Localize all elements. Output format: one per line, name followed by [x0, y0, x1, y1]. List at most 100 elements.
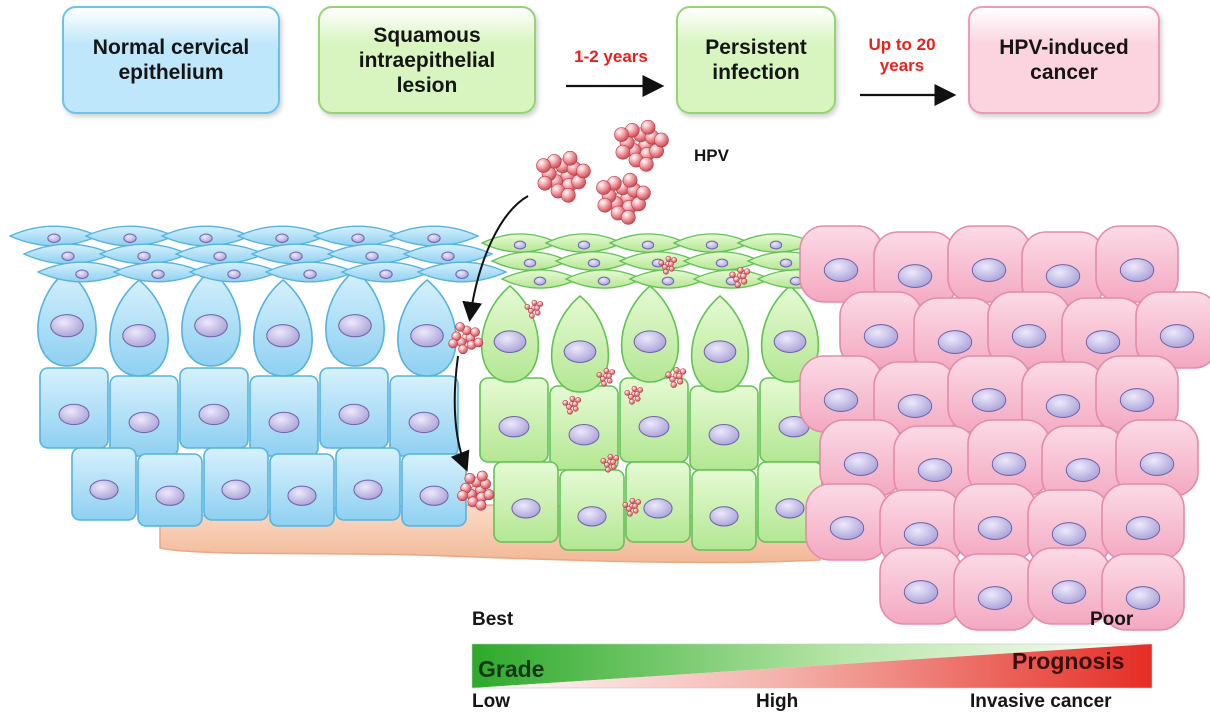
nucleus [1119, 388, 1155, 412]
infection-arrow-upper [462, 195, 529, 322]
hpv-cluster [524, 299, 544, 319]
nucleus [199, 233, 213, 243]
hpv-cluster [665, 366, 687, 388]
nucleus [977, 586, 1013, 610]
hpv-cluster [729, 266, 751, 288]
nucleus [1045, 264, 1081, 288]
nucleus [266, 324, 300, 348]
hpv-cluster [536, 150, 591, 203]
prognosis-wedge [472, 644, 1152, 688]
nucleus [769, 240, 783, 250]
nucleus [897, 394, 933, 418]
nucleus [419, 485, 449, 506]
hpv-cluster [600, 453, 620, 473]
hpv-particles [448, 119, 751, 517]
nucleus [213, 251, 227, 261]
nucleus [75, 269, 89, 279]
nucleus [351, 233, 365, 243]
nucleus [123, 233, 137, 243]
nucleus [991, 452, 1027, 476]
nucleus [638, 416, 670, 438]
nucleus [577, 506, 607, 527]
nucleus [1125, 586, 1161, 610]
nucleus [563, 340, 597, 363]
nucleus [1159, 324, 1195, 348]
grade-prognosis-bar [471, 639, 1153, 689]
nucleus [971, 258, 1007, 282]
hpv-cluster [562, 395, 582, 415]
nucleus [1065, 458, 1101, 482]
nucleus [597, 276, 611, 286]
nucleus [523, 258, 537, 268]
hpv-cluster [614, 119, 669, 172]
stage-box-squamous-lesion: Squamous intraepithelial lesion [318, 6, 536, 114]
stage-label-normal-epithelium: Normal cervical epithelium [92, 36, 250, 84]
nucleus [511, 498, 541, 519]
nucleus [268, 411, 300, 434]
nucleus [709, 506, 739, 527]
nucleus [275, 233, 289, 243]
nucleus [823, 258, 859, 282]
nucleus [155, 485, 185, 506]
nucleus [897, 264, 933, 288]
nucleus [303, 269, 317, 279]
nucleus [513, 240, 527, 250]
stage-label-squamous-lesion: Squamous intraepithelial lesion [358, 23, 496, 97]
nucleus [338, 403, 370, 426]
nucleus [47, 233, 61, 243]
nucleus [379, 269, 393, 279]
stage-box-persistent-infection: Persistent infection [676, 6, 836, 114]
nucleus [1139, 452, 1175, 476]
nucleus [577, 240, 591, 250]
nucleus [128, 411, 160, 434]
nucleus [568, 424, 600, 446]
nucleus [1085, 330, 1121, 354]
stage-label-persistent-infection: Persistent infection [705, 36, 807, 84]
nucleus [661, 276, 675, 286]
lesion-epithelium-cells [479, 233, 836, 551]
hpv-cluster [622, 497, 642, 517]
interval-label-1-2-years: 1-2 years [574, 47, 648, 66]
stage-box-hpv-induced-cancer: HPV-induced cancer [968, 6, 1160, 114]
nucleus [151, 269, 165, 279]
hpv-label: HPV [694, 146, 729, 165]
normal-epithelium-cells [8, 225, 508, 527]
nucleus [775, 498, 805, 519]
nucleus [221, 479, 251, 500]
nucleus [643, 498, 673, 519]
nucleus [773, 330, 807, 353]
nucleus [1119, 258, 1155, 282]
nucleus [137, 251, 151, 261]
grade-label: Grade [478, 656, 545, 682]
nucleus [498, 416, 530, 438]
nucleus [703, 340, 737, 363]
nucleus [427, 233, 441, 243]
nucleus [917, 458, 953, 482]
nucleus [708, 424, 740, 446]
nucleus [194, 314, 228, 338]
nucleus [1045, 394, 1081, 418]
nucleus [843, 452, 879, 476]
nucleus [829, 516, 865, 540]
nucleus [227, 269, 241, 279]
nucleus [89, 479, 119, 500]
scale-invasive-cancer-label: Invasive cancer [970, 691, 1112, 712]
prognosis-label: Prognosis [1012, 648, 1125, 674]
nucleus [977, 516, 1013, 540]
hpv-cluster [457, 470, 495, 511]
nucleus [455, 269, 469, 279]
nucleus [641, 240, 655, 250]
nucleus [198, 403, 230, 426]
nucleus [903, 522, 939, 546]
nucleus [1125, 516, 1161, 540]
hpv-cluster [624, 385, 644, 405]
nucleus [779, 258, 793, 268]
hpv-cluster [596, 172, 651, 225]
scale-best-label: Best [472, 609, 514, 630]
nucleus [287, 485, 317, 506]
stage-label-hpv-induced-cancer: HPV-induced cancer [999, 36, 1129, 84]
scale-high-label: High [756, 691, 799, 712]
scale-poor-label: Poor [1090, 609, 1134, 630]
nucleus [1011, 324, 1047, 348]
